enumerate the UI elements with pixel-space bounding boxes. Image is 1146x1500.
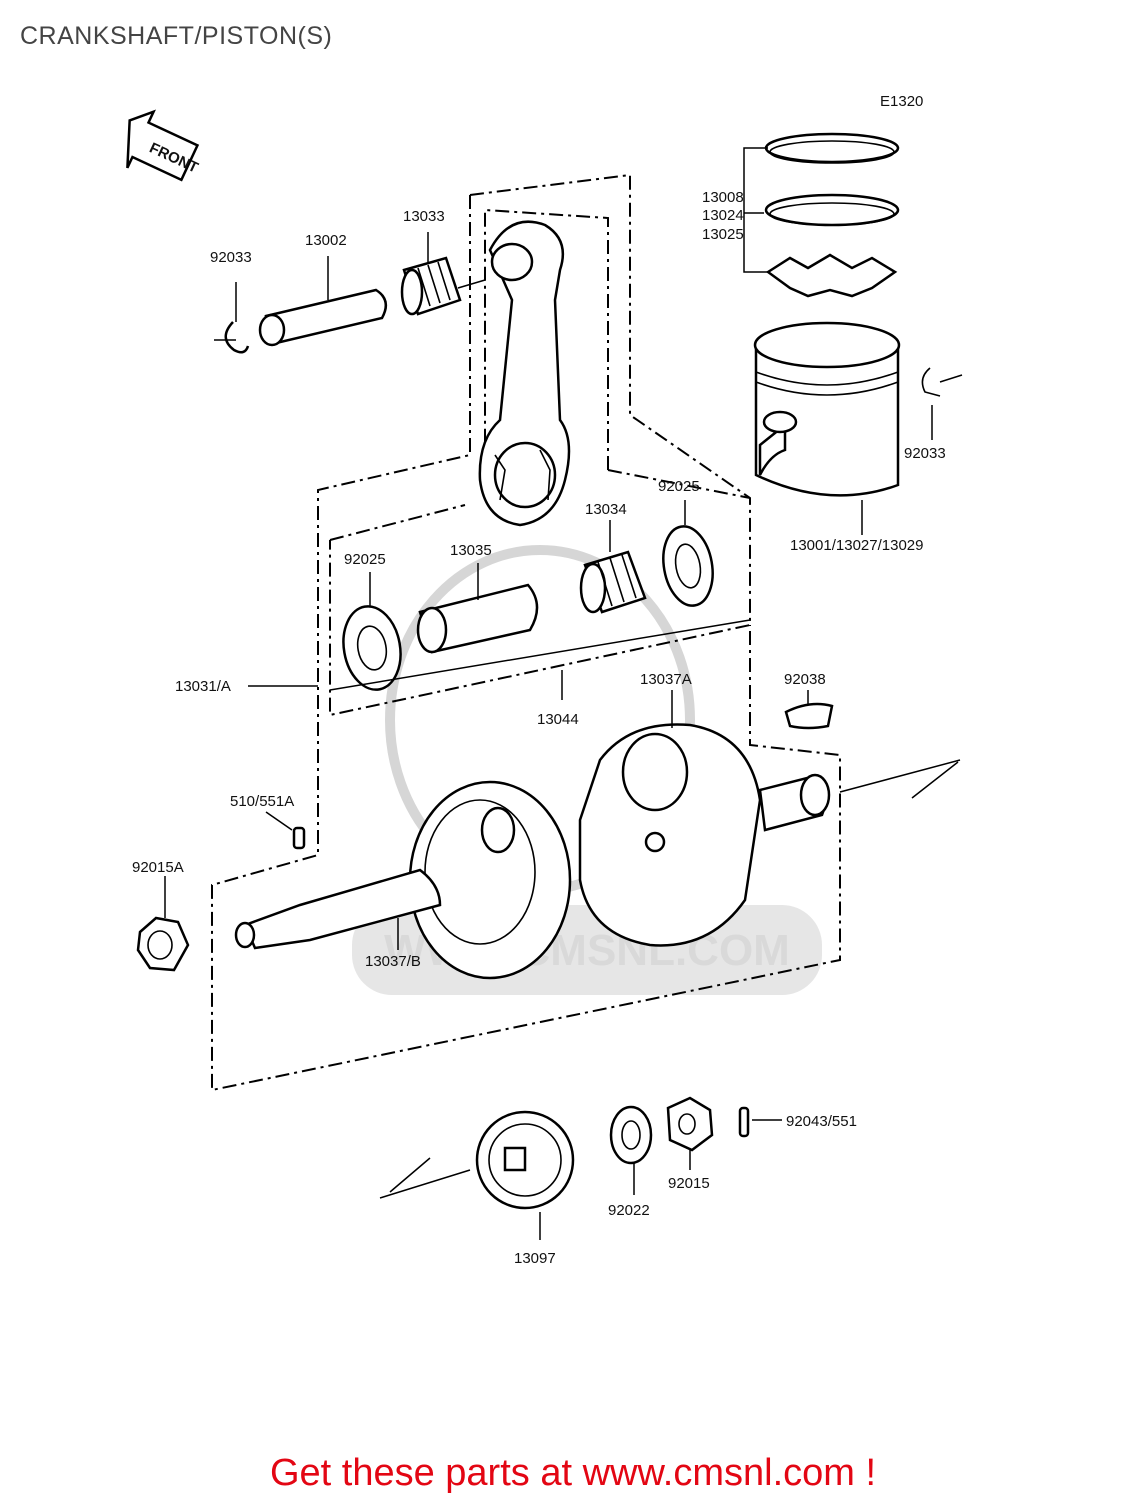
gear-pin: [738, 1106, 750, 1138]
label-92038: 92038: [784, 671, 826, 688]
label-92015a: 92015A: [132, 859, 184, 876]
thrust-washer-right: [662, 525, 714, 607]
label-92043-551: 92043/551: [786, 1113, 857, 1130]
label-13035: 13035: [450, 542, 492, 559]
parts-diagram: WWW.CMSNL.COM E1320 FRONT: [126, 93, 963, 1267]
label-92025-right: 92025: [658, 478, 700, 495]
label-13031a: 13031/A: [175, 678, 231, 695]
label-13025: 13025: [702, 226, 744, 243]
label-13008: 13008: [702, 189, 744, 206]
label-92033-right: 92033: [904, 445, 946, 462]
front-arrow-icon: FRONT: [126, 109, 201, 182]
crank-nut: [136, 916, 190, 972]
label-13001: 13001/13027/13029: [790, 537, 923, 554]
dowel-pin: [292, 826, 306, 850]
piston-rings: [764, 132, 900, 298]
label-13024: 13024: [702, 207, 744, 224]
small-end-bearing: [400, 256, 462, 316]
label-92025-left: 92025: [344, 551, 386, 568]
label-13097: 13097: [514, 1250, 556, 1267]
label-92033-left: 92033: [210, 249, 252, 266]
conrod-outline: [211, 195, 841, 1092]
label-92022: 92022: [608, 1202, 650, 1219]
primary-gear: [475, 1110, 575, 1210]
label-13037b: 13037/B: [365, 953, 421, 970]
gear-nut: [666, 1096, 714, 1152]
woodruff-key: [784, 702, 834, 730]
page-title: CRANKSHAFT/PISTON(S): [20, 22, 333, 50]
crank-half-left: [234, 780, 572, 980]
label-13034: 13034: [585, 501, 627, 518]
label-92015: 92015: [668, 1175, 710, 1192]
label-13044: 13044: [537, 711, 579, 728]
thrust-washer-left: [342, 605, 402, 691]
crank-half-right: [578, 723, 831, 947]
label-13037a: 13037A: [640, 671, 692, 688]
piston: [753, 321, 901, 497]
footer-link[interactable]: Get these parts at www.cmsnl.com !: [269, 1452, 877, 1494]
bearing-box-outline: [329, 208, 609, 541]
label-510-551a: 510/551A: [230, 793, 294, 810]
label-13002: 13002: [305, 232, 347, 249]
washer: [609, 1105, 653, 1165]
label-13033: 13033: [403, 208, 445, 225]
big-end-bearing: [579, 550, 647, 614]
diagram-code: E1320: [880, 93, 923, 110]
crank-pin: [416, 583, 539, 654]
piston-pin: [258, 288, 388, 347]
connecting-rod: [478, 220, 571, 527]
